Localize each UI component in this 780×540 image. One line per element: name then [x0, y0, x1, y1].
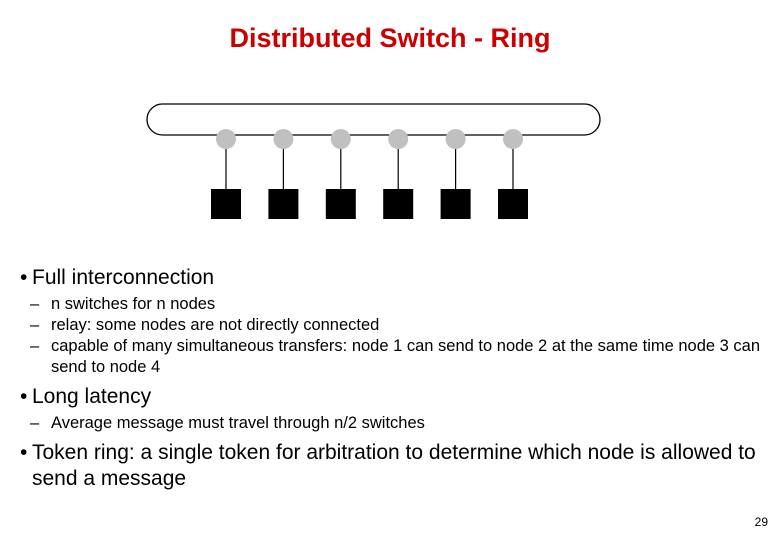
bullet-text: Full interconnection	[32, 266, 215, 289]
switch-node	[216, 129, 236, 149]
node-layer	[211, 129, 528, 219]
dash-icon: –	[30, 295, 40, 313]
ring-bus	[146, 103, 601, 136]
processor-node	[268, 189, 299, 219]
sub-bullet-text: Average message must travel through n/2 …	[51, 414, 425, 432]
sub-bullet: – capable of many simultaneous transfers…	[20, 336, 770, 378]
dash-icon: –	[30, 337, 40, 355]
dash-icon: –	[30, 316, 40, 334]
bullet-list: • Full interconnection – n switches for …	[20, 265, 770, 492]
sub-bullet: – n switches for n nodes	[20, 294, 770, 315]
processor-node	[383, 189, 414, 219]
sub-bullet: – Average message must travel through n/…	[20, 413, 770, 434]
bullet-long-latency: • Long latency	[20, 384, 770, 410]
switch-node	[273, 129, 294, 149]
processor-node	[211, 189, 241, 219]
switch-node	[445, 129, 466, 149]
sub-bullet: – relay: some nodes are not directly con…	[20, 315, 770, 336]
bullet-dot-icon: •	[20, 385, 28, 408]
switch-node	[503, 129, 523, 149]
processor-node	[325, 189, 356, 219]
bullet-dot-icon: •	[20, 441, 28, 464]
bullet-text: Long latency	[32, 385, 152, 408]
ring-network-diagram	[146, 103, 601, 219]
dash-icon: –	[30, 414, 40, 432]
switch-node	[330, 129, 351, 149]
sub-bullet-text: n switches for n nodes	[51, 295, 216, 313]
slide-title: Distributed Switch - Ring	[229, 23, 551, 53]
bullet-full-interconnection: • Full interconnection	[20, 265, 770, 291]
page-number: 29	[754, 515, 768, 529]
sub-bullet-text: capable of many simultaneous transfers: …	[51, 337, 761, 376]
processor-node	[440, 189, 471, 219]
sub-list: – n switches for n nodes – relay: some n…	[20, 294, 770, 378]
bullet-token-ring: • Token ring: a single token for arbitra…	[20, 440, 770, 492]
bullet-dot-icon: •	[20, 266, 28, 289]
sub-list: – Average message must travel through n/…	[20, 413, 770, 434]
bullet-text: Token ring: a single token for arbitrati…	[32, 441, 756, 490]
sub-bullet-text: relay: some nodes are not directly conne…	[51, 316, 380, 334]
processor-node	[498, 189, 528, 219]
switch-node	[388, 129, 409, 149]
